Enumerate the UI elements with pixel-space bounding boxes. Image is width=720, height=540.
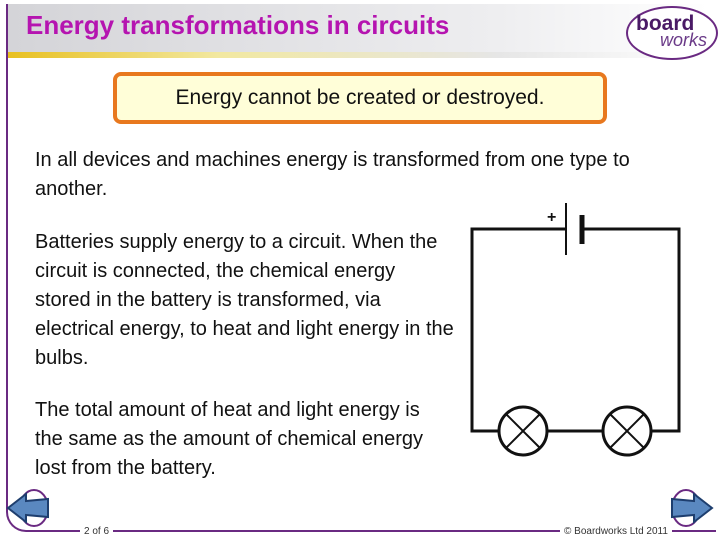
page-number: 2 of 6 (80, 526, 114, 537)
circuit-wire (470, 227, 566, 433)
intro-paragraph: In all devices and machines energy is tr… (35, 149, 630, 200)
logo-text-works: works (660, 30, 708, 50)
bulb-icon (497, 405, 549, 457)
battery-positive-label: + (547, 209, 556, 226)
frame-line (6, 4, 8, 504)
key-message-box: Energy cannot be created or destroyed. (113, 72, 607, 124)
page-title: Energy transformations in circuits (26, 10, 450, 40)
copyright: © Boardworks Ltd 2011 (560, 526, 672, 537)
title-bar (8, 4, 708, 52)
bulb-icon (601, 405, 653, 457)
title-underline (8, 52, 708, 58)
footer-line (6, 502, 716, 532)
battery-paragraph: Batteries supply energy to a circuit. Wh… (35, 231, 454, 369)
logo-text-board: board (636, 12, 695, 35)
next-arrow-icon[interactable] (668, 488, 714, 528)
previous-arrow-icon[interactable] (6, 488, 52, 528)
circuit-wire (582, 227, 681, 433)
conservation-paragraph: The total amount of heat and light energ… (35, 399, 423, 479)
boardworks-logo: board works (626, 6, 718, 60)
